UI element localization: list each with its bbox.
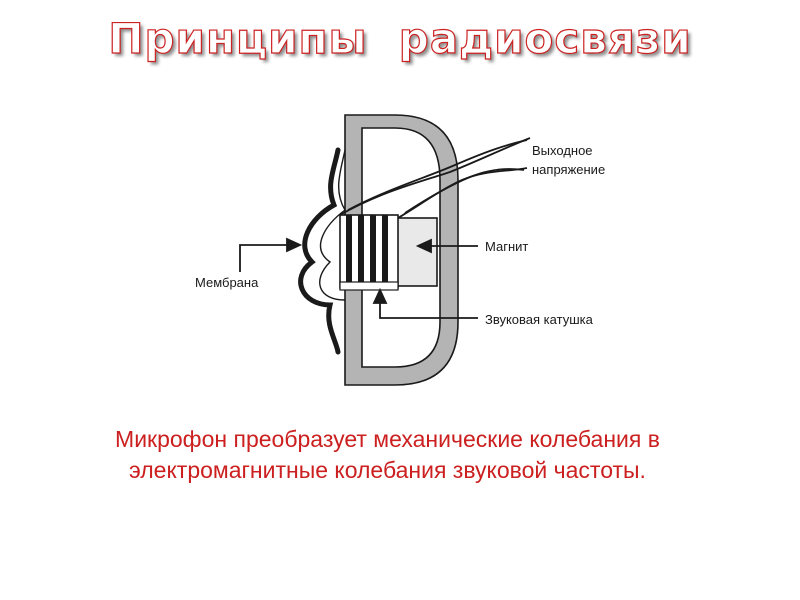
microphone-housing (344, 114, 459, 386)
coil-arrowhead (372, 287, 388, 304)
label-coil: Звуковая катушка (485, 312, 594, 327)
output-wires (339, 137, 531, 219)
membrane-inner-edge (319, 149, 346, 301)
coil-pointer (379, 300, 478, 319)
leader-lines (239, 237, 478, 319)
magnet-arrowhead (415, 238, 432, 254)
membrane-arrowhead (286, 237, 303, 253)
slide-caption: Микрофон преобразует механические колеба… (115, 426, 660, 483)
label-output-line1: Выходное (532, 143, 593, 158)
membrane-pointer (239, 244, 290, 272)
label-membrane: Мембрана (195, 275, 259, 290)
label-magnet: Магнит (485, 239, 528, 254)
slide-title: Принципы радиосвязи (108, 13, 692, 63)
voice-coil (339, 214, 399, 291)
membrane (298, 147, 341, 355)
label-output-line2: напряжение (532, 162, 605, 177)
